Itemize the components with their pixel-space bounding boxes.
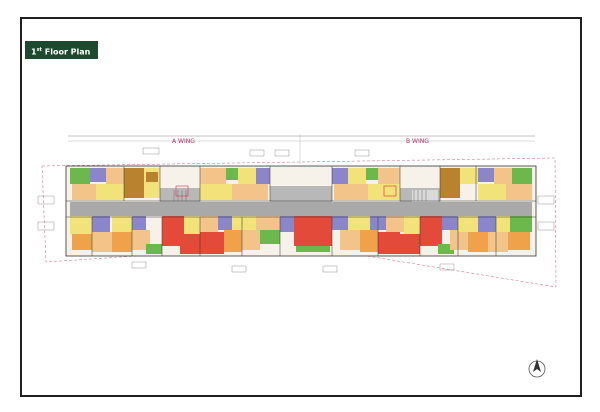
b-wing-lower-units xyxy=(332,216,532,254)
b-wing-label: B WING xyxy=(406,138,429,145)
staircase-hatching xyxy=(173,190,427,201)
corridor xyxy=(70,202,532,216)
a-wing-upper-units xyxy=(70,168,270,200)
a-wing-label: A WING xyxy=(172,138,195,145)
site-boundary xyxy=(41,157,557,288)
north-arrow-icon xyxy=(528,359,546,378)
lift-mark-right xyxy=(383,185,397,197)
a-wing-lower-units xyxy=(70,216,280,254)
floor-plan-title: 1st Floor Plan xyxy=(25,41,98,59)
lift-mark-left xyxy=(175,185,189,197)
center-core xyxy=(280,216,332,252)
corridor-branch-left xyxy=(160,188,200,202)
room-label-tags xyxy=(37,147,555,273)
corridor-branch-center xyxy=(270,186,332,202)
wall-lines xyxy=(66,166,536,256)
